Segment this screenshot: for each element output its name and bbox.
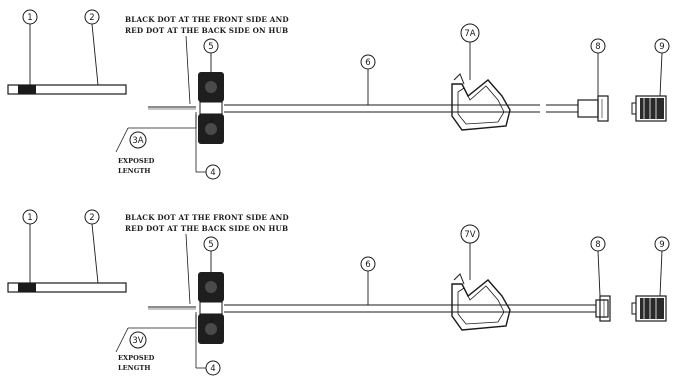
callout-3v: 3V	[115, 312, 197, 353]
callout-9: 9	[654, 38, 670, 97]
callout-5: 5	[203, 38, 219, 72]
hub-wings	[198, 72, 224, 144]
dilator-rod	[7, 84, 127, 95]
exposed-label-line-2: LENGTH	[118, 364, 150, 372]
callout-1: 1	[22, 9, 38, 85]
svg-text:8: 8	[595, 42, 600, 52]
catheter-tube	[224, 304, 596, 313]
callout-9: 9	[654, 236, 670, 297]
hub-note-line-1: BLACK DOT AT THE FRONT SIDE AND	[125, 213, 289, 222]
svg-text:3A: 3A	[132, 136, 143, 146]
callout-7v: 7V	[460, 224, 480, 280]
callout-5: 5	[203, 236, 219, 272]
exposed-label-line-1: EXPOSED	[118, 354, 155, 362]
svg-text:4: 4	[210, 364, 215, 374]
svg-text:9: 9	[659, 42, 664, 52]
svg-text:7V: 7V	[464, 230, 475, 240]
svg-text:8: 8	[595, 240, 600, 250]
svg-text:2: 2	[89, 213, 94, 223]
svg-text:2: 2	[89, 13, 94, 23]
dilator-rod	[7, 282, 127, 293]
svg-text:6: 6	[365, 58, 370, 68]
callout-2: 2	[84, 209, 100, 284]
svg-text:4: 4	[210, 168, 215, 178]
callout-8: 8	[590, 236, 606, 297]
hub-note-leader	[185, 35, 191, 105]
assembly-venous: 1 2 BLACK DOT AT THE FRONT SIDE AND RED …	[7, 209, 670, 376]
clamp-arterial	[451, 73, 511, 131]
callout-2: 2	[84, 9, 100, 86]
callout-4: 4	[195, 314, 221, 376]
svg-text:5: 5	[208, 240, 213, 250]
svg-text:5: 5	[208, 42, 213, 52]
callout-1: 1	[22, 209, 38, 283]
svg-text:7A: 7A	[464, 29, 475, 39]
callout-4: 4	[195, 114, 221, 180]
end-cap	[631, 95, 667, 122]
svg-text:1: 1	[27, 13, 32, 23]
exposed-label-line-2: LENGTH	[118, 167, 150, 175]
clamp-venous	[451, 273, 511, 331]
hub-wings	[198, 272, 224, 344]
svg-text:6: 6	[365, 260, 370, 270]
callout-8: 8	[590, 38, 606, 96]
luer-hub	[546, 95, 609, 122]
hub-note-line-2: RED DOT AT THE BACK SIDE ON HUB	[125, 26, 288, 35]
callout-6: 6	[360, 256, 376, 305]
hub-note-line-2: RED DOT AT THE BACK SIDE ON HUB	[125, 224, 288, 233]
catheter-tube	[224, 104, 540, 113]
svg-text:3V: 3V	[132, 336, 143, 346]
hub-note-leader	[185, 233, 191, 305]
callout-3a: 3A	[115, 112, 197, 153]
hub-note-line-1: BLACK DOT AT THE FRONT SIDE AND	[125, 15, 289, 24]
callout-7a: 7A	[460, 23, 480, 80]
assembly-arterial: 1 2 BLACK DOT AT THE FRONT SIDE AND RED …	[7, 9, 670, 180]
luer-hub	[595, 295, 611, 322]
svg-text:9: 9	[659, 240, 664, 250]
svg-text:1: 1	[27, 213, 32, 223]
exposed-label-line-1: EXPOSED	[118, 157, 155, 165]
callout-6: 6	[360, 54, 376, 105]
end-cap	[631, 295, 667, 322]
